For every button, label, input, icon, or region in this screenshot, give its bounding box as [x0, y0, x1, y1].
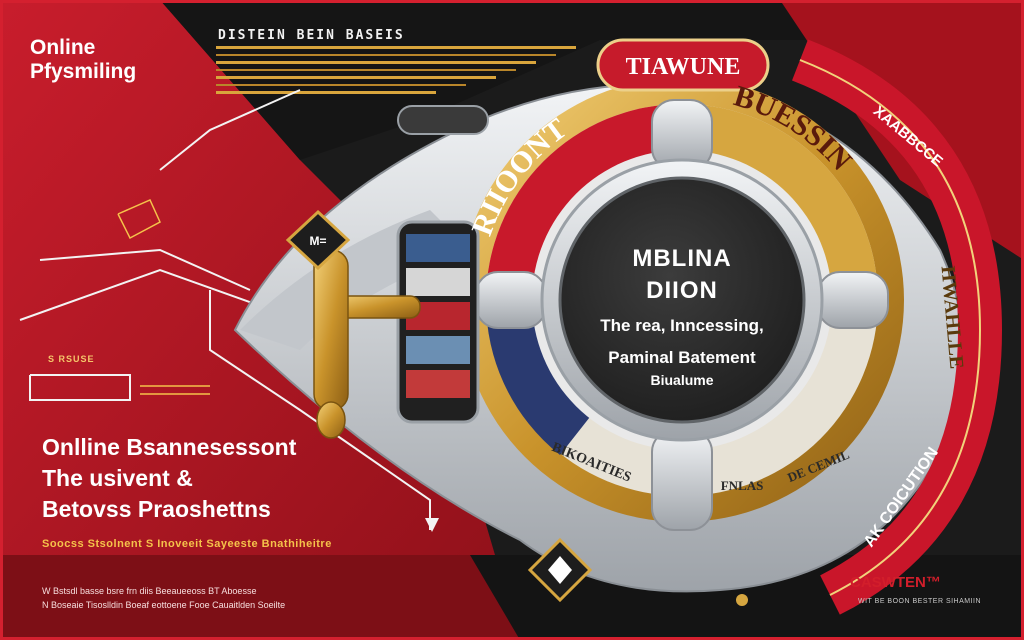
top-label-pill	[596, 38, 770, 92]
brand-line-1: Online	[30, 36, 96, 59]
screen-line-3: The rea, Inncessing,	[600, 316, 764, 335]
bottom-badge	[527, 537, 593, 603]
brand-title: Online Pfysmiling	[30, 36, 136, 84]
handle-label: M=	[309, 234, 326, 248]
top-label: TIAWUNE	[626, 54, 741, 80]
screen-line-4: Paminal Batement	[608, 348, 756, 367]
header-text: DISTEIN BEIN BASEIS	[218, 28, 405, 43]
fine-print-line-2: N Boseaie Tisoslldin Boeaf eottoene Fooe…	[42, 600, 286, 610]
brand-line-2: Pfysmiling	[30, 60, 137, 83]
gold-stripes	[216, 46, 576, 94]
headline-line-2: The usivent &	[42, 465, 193, 491]
fine-print-line-1: W Bstsdl basse bsre frn diis Beeaueeoss …	[42, 586, 257, 596]
headline-line-1: Onlline Bsannesessont	[42, 434, 297, 460]
gold-lever	[313, 249, 421, 439]
headline: Onlline Bsannesessont The usivent & Beto…	[42, 432, 296, 525]
ring-label-bottom-right: FNLAS	[721, 478, 764, 493]
screen-line-2: DIION	[646, 277, 718, 304]
handle-badge	[285, 209, 351, 271]
screen-text: MBLINA DIION The rea, Inncessing, Pamina…	[548, 243, 816, 389]
logo-tagline: WIT BE BOON BESTER SIHAMIIN	[858, 598, 982, 605]
slot-window	[396, 220, 480, 424]
logo-text: CASWTEN™	[850, 574, 941, 591]
left-tag: S RSUSE	[48, 354, 95, 364]
center-screen	[558, 176, 806, 424]
subline: Soocss Stsolnent S Inoveeit Sayeeste Bna…	[42, 538, 332, 550]
headline-line-3: Betovss Praoshettns	[42, 496, 271, 522]
fine-print: W Bstsdl basse bsre frn diis Beeaueeoss …	[42, 584, 285, 612]
screen-line-5: Biualume	[650, 372, 714, 388]
screen-line-1: MBLINA	[632, 245, 732, 272]
